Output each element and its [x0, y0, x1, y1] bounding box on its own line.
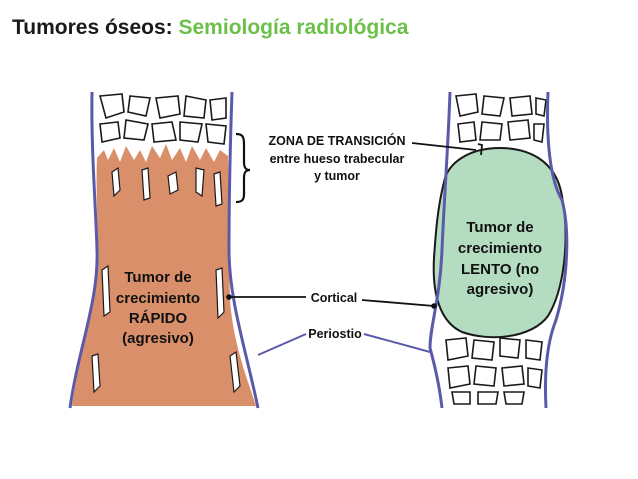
transition-zone-brace — [235, 132, 251, 204]
cortical-dot-right — [431, 303, 437, 309]
transition-line-3: y tumor — [314, 169, 360, 183]
rapid-line-2: crecimiento — [116, 290, 200, 307]
transition-line-2: entre hueso trabecular — [270, 152, 405, 166]
periosteum-line-right — [363, 333, 431, 353]
title-subtitle: Semiología radiológica — [178, 16, 409, 39]
slow-tumor-label: Tumor de crecimiento LENTO (no agresivo) — [458, 219, 542, 298]
rapid-line-4: (agresivo) — [122, 330, 194, 347]
periosteum-label: Periostio — [308, 327, 362, 341]
periosteum-line-left — [257, 333, 307, 356]
trapped-bone-islands — [91, 166, 241, 394]
transition-pointer-line — [411, 142, 477, 151]
rapid-line-1: Tumor de — [124, 269, 191, 286]
rapid-tumor-mass — [72, 144, 256, 406]
rapid-line-3: RÁPIDO — [129, 310, 188, 327]
rapid-growth-bone — [68, 91, 260, 409]
slow-line-3: LENTO (no — [461, 261, 539, 278]
slow-tumor-mass — [432, 146, 567, 339]
slow-growth-bone — [428, 91, 569, 409]
slow-line-4: agresivo) — [467, 281, 534, 298]
page-title: Tumores óseos: Semiología radiológica — [12, 16, 408, 40]
cortical-label: Cortical — [311, 291, 358, 305]
rapid-tumor-label: Tumor de crecimiento RÁPIDO (agresivo) — [116, 269, 200, 347]
trabecular-bone-right-bottom — [445, 337, 543, 405]
slow-line-2: crecimiento — [458, 240, 542, 257]
transition-zone-label: ZONA DE TRANSICIÓN entre hueso trabecula… — [268, 133, 405, 183]
title-main: Tumores óseos: — [12, 16, 173, 39]
transition-line-1: ZONA DE TRANSICIÓN — [268, 133, 405, 148]
slow-line-1: Tumor de — [466, 219, 533, 236]
cortical-line-right — [361, 299, 435, 307]
trabecular-bone-left — [98, 93, 227, 145]
trabecular-bone-right-top — [455, 93, 547, 143]
